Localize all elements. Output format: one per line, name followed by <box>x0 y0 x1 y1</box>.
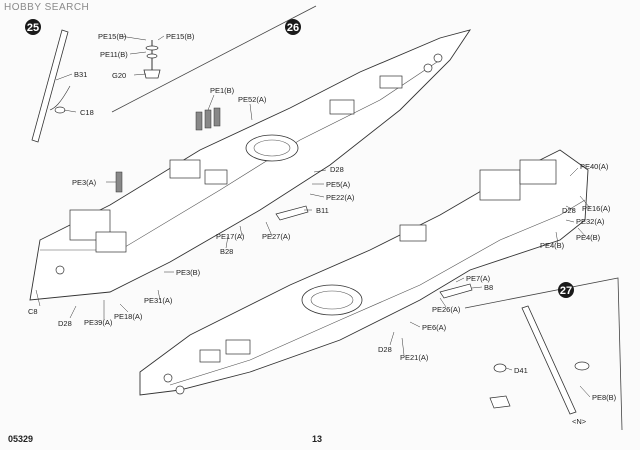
page-number: 13 <box>312 434 323 444</box>
label-b31: B31 <box>74 70 87 79</box>
label-d28-c: D28 <box>562 206 576 215</box>
label-pe16a: PE16(A) <box>582 204 611 213</box>
label-pe8b: PE8(B) <box>592 393 617 402</box>
label-pe39a: PE39(A) <box>84 318 113 327</box>
label-d28-d: D28 <box>378 345 392 354</box>
label-c8: C8 <box>28 307 38 316</box>
label-c18: C18 <box>80 108 94 117</box>
label-pe6a: PE6(A) <box>422 323 447 332</box>
label-b8: B8 <box>484 283 493 292</box>
label-pe15b-right: PE15(B) <box>166 32 195 41</box>
label-pe7a: PE7(A) <box>466 274 491 283</box>
label-pe18a: PE18(A) <box>114 312 143 321</box>
label-pe4b-left: PE4(B) <box>540 241 565 250</box>
mast-pole-step27 <box>489 305 590 415</box>
label-pe32a: PE32(A) <box>576 217 605 226</box>
step-26-badge: 26 <box>285 19 301 35</box>
leader-lines <box>35 35 591 398</box>
label-pe31a: PE31(A) <box>144 296 173 305</box>
step-25-badge: 25 <box>25 19 41 35</box>
label-pe11b: PE11(B) <box>100 50 128 59</box>
crane-part-g20 <box>143 40 161 79</box>
label-pe15b-left: PE15(B) <box>98 32 127 41</box>
label-arrow-n: <N> <box>572 417 587 426</box>
upper-hull-assembly <box>29 29 472 301</box>
label-pe26a: PE26(A) <box>432 305 461 314</box>
label-pe5a: PE5(A) <box>326 180 351 189</box>
step-27-badge: 27 <box>558 282 574 298</box>
label-d28-b: D28 <box>58 319 72 328</box>
label-pe52a: PE52(A) <box>238 95 267 104</box>
svg-text:25: 25 <box>27 22 39 34</box>
label-pe1b: PE1(B) <box>210 86 235 95</box>
label-g20: G20 <box>112 71 126 80</box>
label-b11: B11 <box>316 206 329 215</box>
label-pe4b-right: PE4(B) <box>576 233 601 242</box>
watermark: HOBBY SEARCH <box>4 2 90 13</box>
label-b28: B28 <box>220 247 233 256</box>
svg-text:26: 26 <box>287 22 299 34</box>
label-d28-a: D28 <box>330 165 344 174</box>
svg-text:27: 27 <box>560 285 572 297</box>
label-pe17a: PE17(A) <box>216 232 245 241</box>
label-pe3b: PE3(B) <box>176 268 201 277</box>
label-pe3a: PE3(A) <box>72 178 97 187</box>
mast-pole-b31 <box>31 29 71 143</box>
label-pe27a: PE27(A) <box>262 232 291 241</box>
label-pe22a: PE22(A) <box>326 193 355 202</box>
label-pe40a: PE40(A) <box>580 162 609 171</box>
page-code: 05329 <box>8 434 34 444</box>
label-d41: D41 <box>514 366 528 375</box>
label-pe21a: PE21(A) <box>400 353 429 362</box>
lower-hull-assembly <box>139 149 589 396</box>
divider-line-top <box>111 5 317 113</box>
divider-line-step27 <box>464 277 623 431</box>
